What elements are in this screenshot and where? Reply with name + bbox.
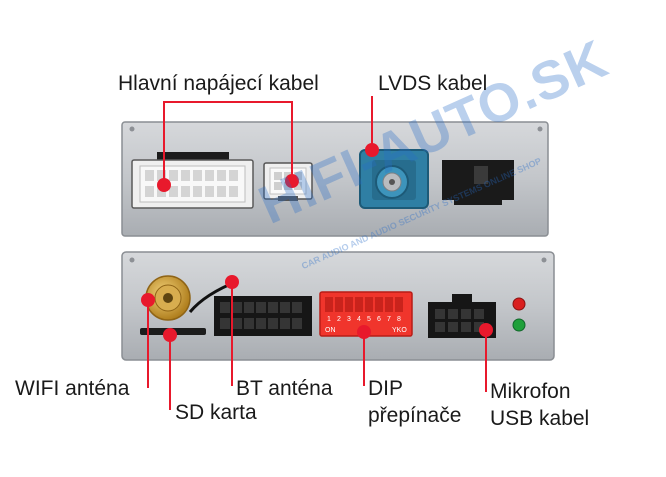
label-dip-line2: přepínače [368,404,462,427]
main-power-connector [131,152,254,209]
dip-number-2: 2 [337,316,341,323]
label-lvds-cable: LVDS kabel [378,72,488,95]
label-sd-card: SD karta [175,401,257,424]
label-bt-antenna: BT anténa [236,377,333,400]
annotation-pointers [147,96,487,410]
dip-number-3: 3 [347,316,351,323]
dip-number-labels: 1 2 3 4 5 6 7 8 [327,316,401,323]
dip-switch-block [319,291,413,337]
label-main-power-cable: Hlavní napájecí kabel [118,72,319,95]
dip-number-4: 4 [357,316,361,323]
red-led [512,297,526,311]
bottom-panel [121,251,555,361]
lvds-connector [359,149,429,209]
dip-number-8: 8 [397,316,401,323]
label-mic-line1: Mikrofon [490,380,571,403]
wifi-sma-connector [145,275,191,321]
pointer-main-power [163,101,293,185]
green-led [512,318,526,332]
dip-number-7: 7 [387,316,391,323]
dip-side-label: YKO [392,327,407,334]
bt-connector-block [214,296,312,336]
label-dip-line1: DIP [368,377,404,400]
label-wifi-antenna: WIFI anténa [15,377,130,400]
top-panel [121,121,549,237]
annotation-dots [141,143,493,342]
dip-number-5: 5 [367,316,371,323]
black-connector [442,160,514,205]
dip-on-label: ON [325,327,336,334]
label-mic-line2: USB kabel [490,407,590,430]
dip-number-6: 6 [377,316,381,323]
dip-number-1: 1 [327,316,331,323]
